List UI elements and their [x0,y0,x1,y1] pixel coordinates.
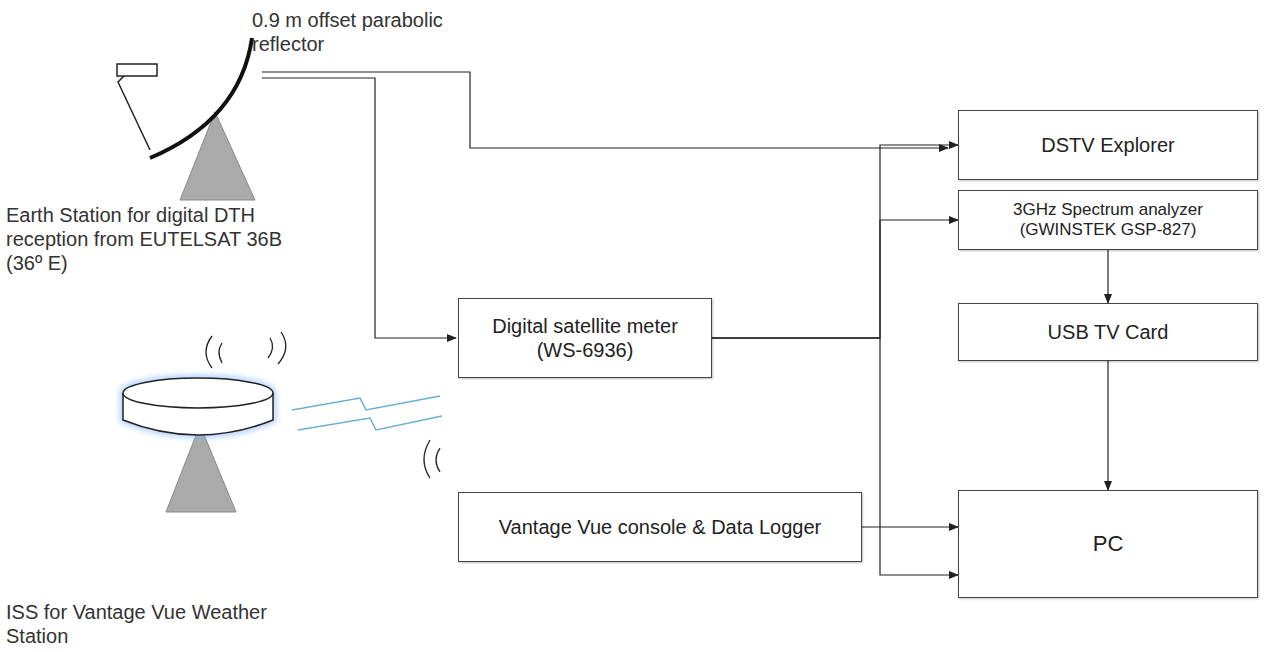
dish-cable [262,72,948,148]
box-text: Vantage Vue console & Data Logger [499,515,821,539]
signal-connector [1107,361,1108,490]
device-box: Vantage Vue console & Data Logger [458,492,862,562]
device-box: 3GHz Spectrum analyzer (GWINSTEK GSP-827… [958,190,1258,250]
signal-connector [712,220,958,338]
device-box: DSTV Explorer [958,110,1258,180]
computer-box: PC [958,490,1258,598]
box-text: PC [1093,531,1124,557]
signal-connector [862,526,958,527]
box-text: Digital satellite meter (WS-6936) [469,314,701,362]
box-text: USB TV Card [1048,320,1169,344]
box-text: 3GHz Spectrum analyzer (GWINSTEK GSP-827… [969,200,1247,241]
dish-pedestal [180,112,255,200]
signal-connector [712,145,958,338]
station-label: ISS for Vantage Vue Weather Station [6,600,306,648]
radio-link [292,396,442,430]
radio-waves [206,332,440,478]
iss-top [123,378,273,408]
iss-pedestal [166,425,236,512]
feed-arm [118,76,150,150]
device-box: Digital satellite meter (WS-6936) [458,298,712,378]
part-label: 0.9 m offset parabolic reflector [252,8,452,56]
signal-connector [1107,250,1108,303]
box-text: DSTV Explorer [1041,133,1174,157]
device-box: USB TV Card [958,303,1258,361]
feed-horn [117,64,157,76]
station-label: Earth Station for digital DTH reception … [6,203,316,275]
parabolic-reflector [150,38,252,158]
dish-cable [262,78,456,338]
